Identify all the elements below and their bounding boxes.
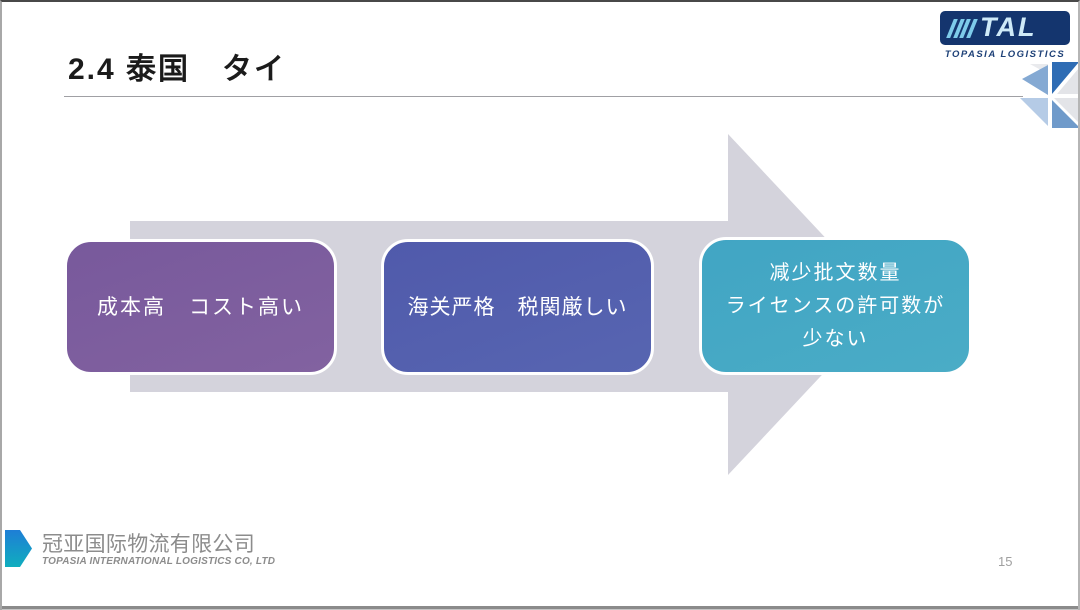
footer-logo-icon [5, 530, 32, 567]
footer-company-name-en: TOPASIA INTERNATIONAL LOGISTICS CO, LTD [42, 556, 276, 567]
pinwheel-decoration-icon [1020, 62, 1078, 128]
flow-box-customs-text: 海关严格 税関厳しい [407, 295, 628, 319]
flow-box-license: 减少批文数量 ライセンスの許可数が 少ない [699, 237, 972, 375]
page-title: 2.4 泰国 タイ [68, 53, 287, 86]
flow-box-license-line2: ライセンスの許可数が [725, 294, 946, 317]
footer-company-name: 冠亚国际物流有限公司 [42, 533, 255, 556]
tal-logo-text: TAL [980, 11, 1037, 42]
tal-logo: TAL [940, 11, 1070, 45]
tal-logo-tagline: TOPASIA LOGISTICS [944, 49, 1066, 60]
flow-box-cost-text: 成本高 コスト高い [97, 295, 304, 319]
flow-box-customs: 海关严格 税関厳しい [381, 239, 654, 375]
title-underline [64, 96, 1023, 97]
flow-box-license-line1: 减少批文数量 [769, 261, 902, 284]
bottom-border-line [2, 606, 1078, 609]
tal-slashes-icon [946, 18, 977, 38]
page-number: 15 [998, 554, 1013, 569]
flow-box-license-line3: 少ない [802, 327, 869, 350]
flow-box-cost: 成本高 コスト高い [64, 239, 337, 375]
